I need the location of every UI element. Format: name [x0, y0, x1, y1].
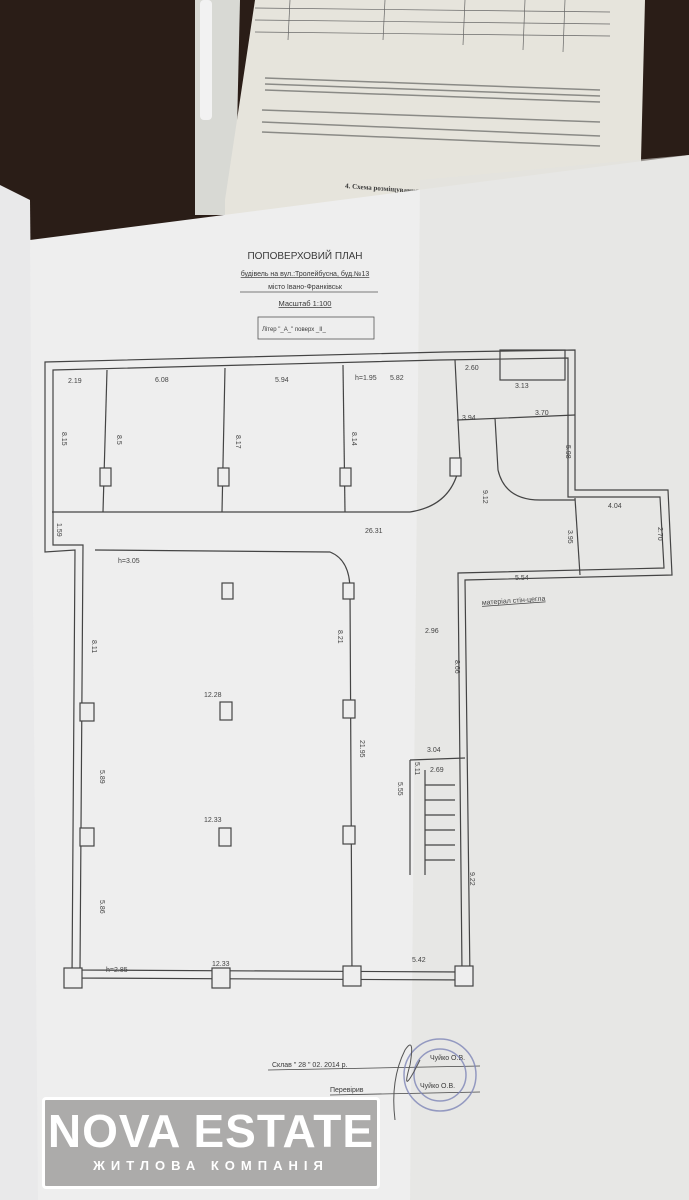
checked-by: Перевірив: [330, 1086, 364, 1094]
partition: [221, 367, 226, 513]
dim-label: 8.17: [234, 435, 241, 449]
dim-label: 2.70: [656, 527, 663, 541]
pen: [200, 0, 212, 120]
dim-label: 5.86: [98, 900, 105, 914]
dim-label: h=1.95: [355, 375, 377, 382]
room-wall: [456, 414, 576, 501]
dim-label: 3.13: [515, 383, 529, 390]
side-paper: [0, 185, 40, 1200]
dim-label: 5.82: [390, 375, 404, 382]
checked-name: Чуйко О.В.: [420, 1082, 455, 1090]
official-stamp: [403, 1038, 477, 1112]
dim-label: 5.94: [275, 377, 289, 384]
dim-label: 26.31: [365, 528, 383, 535]
signature-scribble: [393, 1044, 421, 1121]
dim-label: 12.28: [204, 692, 222, 699]
compiled-name: Чуйко О.В.: [430, 1054, 465, 1062]
dim-label: 5.42: [412, 957, 426, 964]
dim-label: 5.98: [564, 445, 571, 459]
partition: [342, 364, 346, 513]
toilets: [499, 349, 566, 381]
dim-label: 2.96: [425, 628, 439, 635]
dim-label: 8.21: [336, 630, 343, 644]
dim-label: 1.59: [55, 523, 62, 537]
paper-shadow: [410, 155, 689, 1200]
columns: [63, 457, 474, 989]
nova-estate-watermark: NOVA ESTATE ЖИТЛОВА КОМПАНІЯ: [42, 1097, 380, 1189]
plan-city: місто Івано-Франківськ: [268, 283, 343, 291]
dim-label: 8.14: [350, 432, 357, 446]
dim-label: 3.04: [427, 747, 441, 754]
dim-label: 8.66: [453, 660, 460, 674]
dim-label: 5.11: [413, 762, 420, 775]
dim-label: 5.89: [98, 770, 105, 784]
dim-label: 2.60: [465, 365, 479, 372]
dim-label: 8.11: [90, 640, 97, 653]
dim-label: 8.15: [60, 432, 67, 446]
liter-box: [257, 316, 375, 340]
top-document-table: [254, 0, 611, 53]
dim-label: 12.33: [212, 961, 230, 968]
partition: [574, 497, 581, 576]
plan-address: будівель на вул.:Тролейбусна, буд.№13: [241, 270, 370, 278]
top-document: [225, 0, 645, 225]
plan-title: ПОПОВЕРХОВИЙ ПЛАН: [247, 249, 362, 262]
dim-label: 8.5: [115, 435, 122, 445]
dim-label: 3.95: [566, 530, 573, 544]
dim-label: 2.69: [430, 767, 444, 774]
top-document-text-lines: [261, 77, 601, 147]
dim-label: 12.33: [204, 817, 222, 824]
stair-wall: [409, 757, 466, 875]
outer-wall-inner: [52, 357, 665, 973]
dim-label: 9.12: [481, 490, 488, 504]
dim-label: h=3.05: [118, 558, 140, 565]
dim-label: h=2.85: [106, 967, 128, 974]
compiled-by: Склав " 28 " 02. 2014 р.: [272, 1062, 348, 1069]
dim-label: 9.22: [468, 872, 475, 886]
plan-scale: Масштаб 1:100: [279, 299, 332, 308]
partition: [102, 369, 108, 513]
dim-label: 4.04: [608, 503, 622, 510]
watermark-subtitle: ЖИТЛОВА КОМПАНІЯ: [93, 1158, 329, 1173]
dim-label: 6.08: [155, 377, 169, 384]
liter-floor: Літер "_А_" поверх _ІІ_: [262, 327, 327, 333]
dim-label: 5.54: [515, 575, 529, 582]
dim-label: 3.70: [535, 410, 549, 417]
dimension-labels: 2.19 6.08 5.94 h=1.95 5.82 2.60 3.13 3.7…: [55, 365, 663, 974]
dim-label: 2.19: [68, 378, 82, 385]
dim-label: 21.95: [358, 740, 365, 758]
dim-label: 5.55: [396, 782, 403, 796]
dim-label: 3.94: [462, 415, 476, 422]
watermark-brand: NOVA ESTATE: [47, 1105, 375, 1157]
